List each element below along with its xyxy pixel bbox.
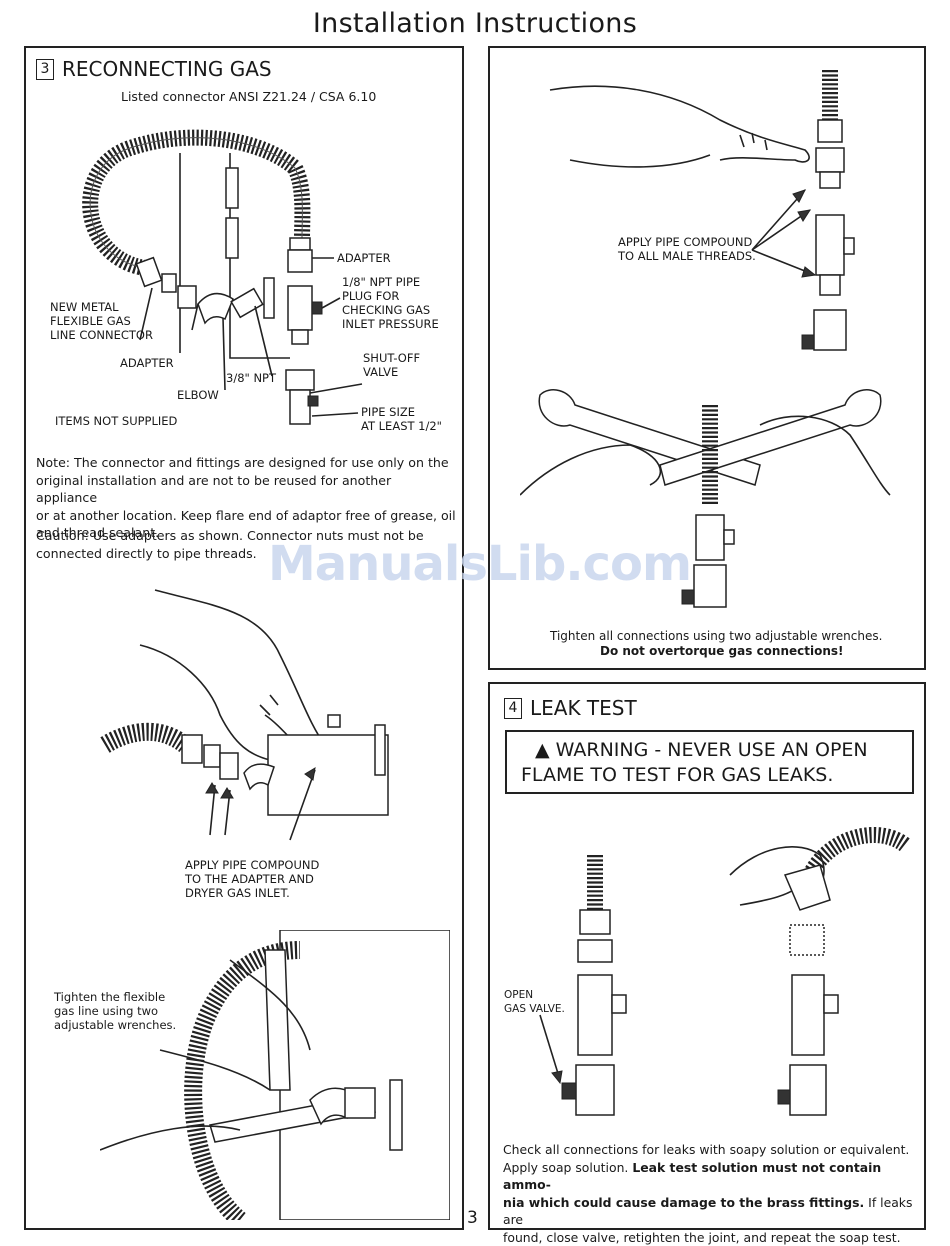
dryer-inlet: [267, 734, 389, 816]
section4-header: 4 LEAK TEST: [504, 696, 637, 720]
shutoff-valve: [285, 369, 315, 391]
tee-fitting: [695, 514, 725, 561]
inlet-fitting: [230, 287, 264, 319]
pipe-plug-tee: [287, 285, 313, 331]
section3-panel: [24, 46, 464, 1230]
section3-heading: RECONNECTING GAS: [62, 57, 272, 81]
soap-brush: [783, 864, 831, 911]
tee-fitting: [815, 214, 845, 276]
label-elbow: ELBOW: [177, 388, 219, 402]
adapter-fitting: [161, 273, 177, 293]
adapter-top: [289, 237, 311, 251]
adapter-fitting: [789, 924, 825, 956]
hand-outline: [520, 415, 891, 496]
shutoff-valve: [693, 564, 727, 608]
section4-number: 4: [504, 697, 522, 719]
gas-valve-handle: [561, 1082, 577, 1100]
dryer-vent-slot: [374, 724, 386, 776]
label-adapter-left: ADAPTER: [120, 356, 174, 370]
adapter-fitting: [577, 939, 613, 963]
section3-subtitle: Listed connector ANSI Z21.24 / CSA 6.10: [121, 89, 377, 104]
flare-nut: [817, 119, 843, 143]
wrench-upper: [264, 949, 291, 1091]
section4-heading: LEAK TEST: [530, 696, 637, 720]
apply-compound-illustration: [100, 589, 389, 841]
flexible-hose: [184, 941, 301, 1220]
hand-outline: [100, 959, 311, 1151]
flare-nut: [579, 909, 611, 935]
warning-box: ▲WARNING - NEVER USE AN OPEN FLAME TO TE…: [505, 730, 914, 794]
warning-line2: FLAME TO TEST FOR GAS LEAKS.: [521, 764, 834, 786]
wrench-flexible-illustration: [100, 930, 450, 1220]
apply-male-threads-illustration: [549, 70, 855, 351]
shutoff-valve: [575, 1064, 615, 1116]
caution-paragraph: Caution: Use adapters as shown. Connecto…: [36, 528, 424, 561]
flare-nut: [181, 734, 203, 764]
tee-fitting: [577, 974, 613, 1056]
watermark: ManualsLib.com: [268, 536, 692, 592]
label-items-not-supplied: ITEMS NOT SUPPLIED: [55, 414, 178, 428]
flexible-hose: [82, 129, 311, 276]
section4-panel: [488, 682, 926, 1230]
note-paragraph: Note: The connector and fittings are des…: [36, 455, 456, 540]
two-wrenches-illustration: [520, 389, 891, 608]
warning-icon: ▲: [535, 739, 550, 761]
adapter-fitting: [177, 285, 197, 309]
dryer-vent-slot: [225, 217, 239, 259]
leak-test-paragraph: Check all connections for leaks with soa…: [503, 1142, 913, 1245]
dryer-vent-slot: [225, 167, 239, 209]
flexible-hose: [802, 827, 910, 879]
shutoff-valve: [789, 1064, 827, 1116]
flexible-hose: [100, 722, 191, 753]
leak-test-illustration: [539, 827, 910, 1116]
tee-fitting: [791, 974, 825, 1056]
label-adapter-top: ADAPTER: [337, 251, 391, 265]
adapter-fitting: [203, 744, 221, 768]
elbow-fitting: [197, 292, 234, 325]
no-overtorque-caption: Do not overtorque gas connections!: [600, 644, 844, 658]
flare-nut: [135, 256, 163, 288]
dryer-vent-slot: [389, 1079, 403, 1151]
adapter-fitting: [815, 147, 845, 173]
wrench-right: [659, 389, 882, 486]
hand-outline: [549, 85, 810, 168]
page-title: Installation Instructions: [312, 8, 638, 39]
gas-connector-diagram: [82, 129, 363, 425]
dryer-vent-slot: [263, 277, 275, 319]
label-npt-38: 3/8" NPT: [226, 371, 277, 385]
shutoff-valve: [813, 309, 847, 351]
elbow-fitting: [243, 763, 275, 791]
right-top-panel: [488, 46, 926, 670]
dryer-back-panel: [279, 930, 450, 1220]
tighten-all-caption: Tighten all connections using two adjust…: [550, 629, 883, 643]
section3-number: 3: [36, 58, 54, 80]
wrench-left: [538, 389, 761, 486]
page-number: 3: [467, 1208, 478, 1228]
section3-header: 3 RECONNECTING GAS: [36, 57, 272, 81]
warning-line1: WARNING - NEVER USE AN OPEN: [555, 739, 868, 761]
